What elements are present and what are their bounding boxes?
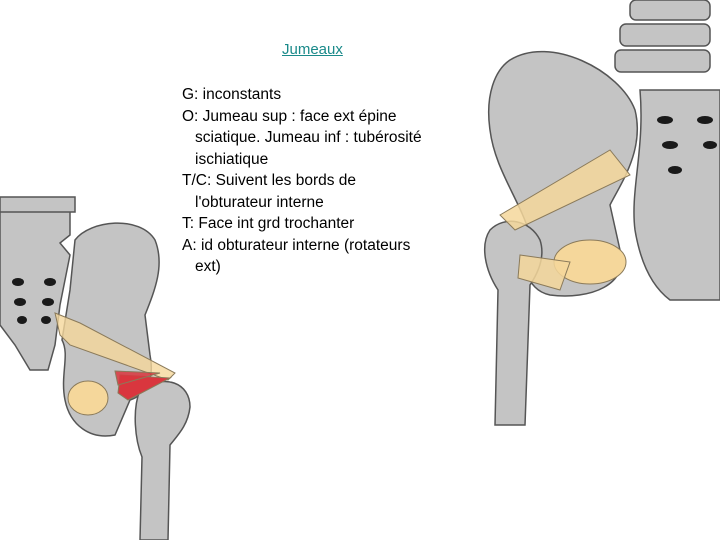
left-sacral-foramina — [12, 278, 56, 324]
description-line: T: Face int grd trochanter — [182, 215, 355, 232]
muscle-description: G: inconstants O: Jumeau sup : face ext … — [182, 84, 462, 278]
description-line: O: Jumeau sup : face ext épine — [182, 107, 397, 125]
left-femur — [134, 380, 191, 540]
left-gemelli-muscles — [54, 312, 176, 401]
slide-title: Jumeaux — [282, 41, 343, 58]
description-line: G: inconstants — [182, 86, 282, 103]
description-line: l'obturateur interne — [195, 193, 324, 211]
description-line: ext) — [195, 258, 221, 275]
right-iliac-bone — [488, 50, 720, 301]
description-line: T/C: Suivent les bords de — [182, 172, 357, 189]
left-sacrum — [0, 196, 76, 371]
left-pelvis-illustration — [0, 196, 191, 540]
right-lumbar-vertebrae — [614, 0, 711, 73]
right-femur — [483, 220, 543, 426]
left-obturator-foramen — [67, 380, 109, 416]
description-line: sciatique. Jumeau inf : tubérosité — [195, 129, 422, 146]
right-sacral-foramina — [657, 116, 717, 174]
description-line: A: id obturateur interne (rotateurs — [182, 236, 411, 254]
right-gemelli-muscles — [499, 149, 631, 291]
description-line: ischiatique — [195, 150, 269, 168]
right-pelvis-illustration — [483, 0, 720, 426]
